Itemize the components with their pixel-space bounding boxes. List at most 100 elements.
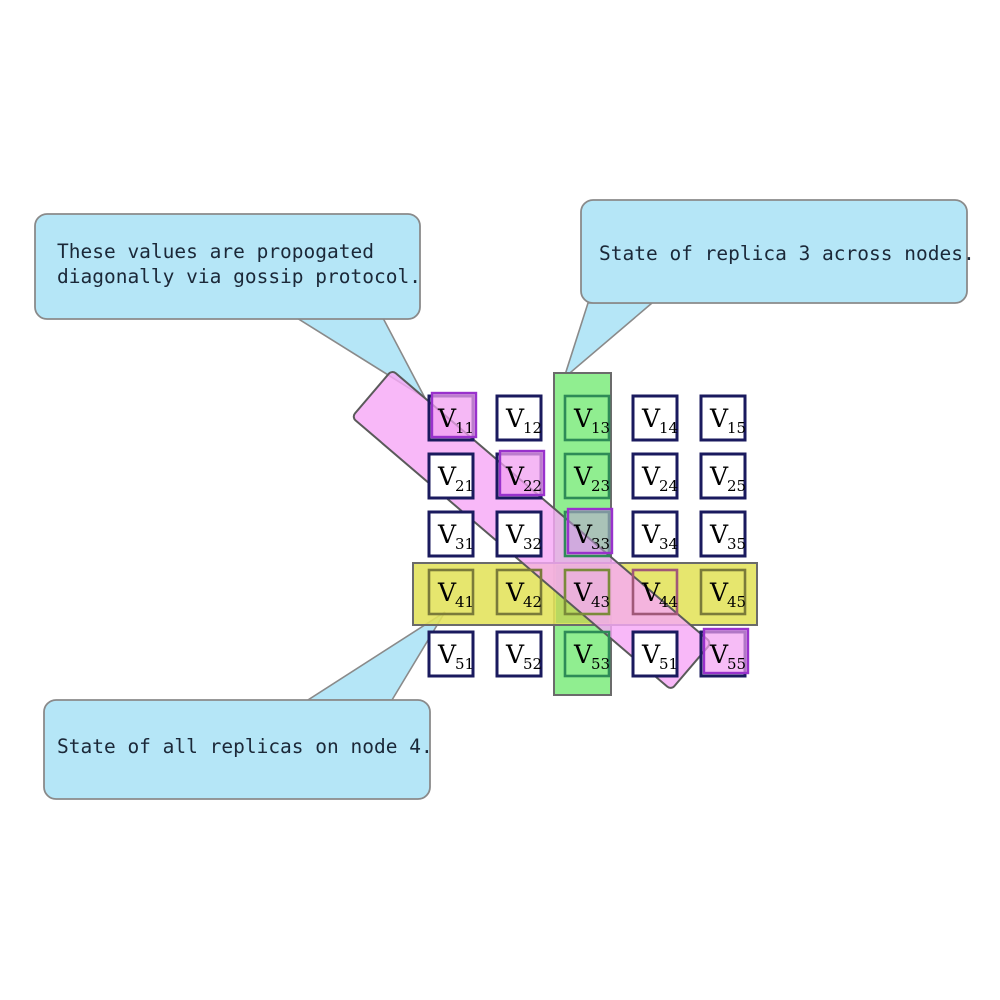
node-4-callout-line-1: State of all replicas on node 4. bbox=[57, 735, 433, 758]
grid-row: V 51 V 52 V 53 V 51 V 55 bbox=[427, 627, 750, 678]
cell-subscript: 55 bbox=[727, 655, 746, 673]
cell-box bbox=[563, 630, 611, 678]
cell-base: V bbox=[505, 578, 525, 607]
cell-base: V bbox=[709, 462, 729, 491]
cell-V52[interactable]: V 52 bbox=[495, 630, 543, 678]
cell-box bbox=[495, 394, 543, 442]
cell-V12[interactable]: V 12 bbox=[495, 394, 543, 442]
cell-V51[interactable]: V 51 bbox=[427, 630, 475, 678]
cell-subscript: 23 bbox=[591, 477, 610, 495]
grid-row: V 31 V 32 V 33 V 34 V 35 bbox=[427, 507, 747, 558]
gossip-callout-box bbox=[34, 213, 421, 320]
cell-highlight-box bbox=[430, 391, 478, 439]
cell-subscript: 21 bbox=[455, 477, 474, 495]
cell-base: V bbox=[573, 640, 593, 669]
cell-base: V bbox=[573, 462, 593, 491]
cell-subscript: 51 bbox=[455, 655, 474, 673]
cell-box bbox=[631, 630, 679, 678]
cell-V24[interactable]: V 24 bbox=[631, 452, 679, 500]
cell-subscript: 51 bbox=[659, 655, 678, 673]
cell-box bbox=[699, 394, 747, 442]
cell-base: V bbox=[641, 462, 661, 491]
cell-subscript: 11 bbox=[455, 419, 474, 437]
cell-subscript: 33 bbox=[591, 535, 610, 553]
cell-box bbox=[495, 510, 543, 558]
cell-V44[interactable]: V 44 bbox=[631, 568, 679, 616]
cell-base: V bbox=[709, 578, 729, 607]
cell-box bbox=[427, 510, 475, 558]
cell-base: V bbox=[709, 640, 729, 669]
cell-subscript: 44 bbox=[659, 593, 678, 611]
cell-highlight-box bbox=[498, 449, 546, 497]
cell-V21[interactable]: V 21 bbox=[427, 452, 475, 500]
cell-V55[interactable]: V 55 bbox=[699, 627, 750, 678]
cell-V42[interactable]: V 42 bbox=[495, 568, 543, 616]
callout-node-4: State of all replicas on node 4. bbox=[43, 699, 433, 800]
cell-subscript: 52 bbox=[523, 655, 542, 673]
cell-V22[interactable]: V 22 bbox=[495, 449, 546, 500]
cell-subscript: 13 bbox=[591, 419, 610, 437]
cell-base: V bbox=[505, 404, 525, 433]
cell-V23[interactable]: V 23 bbox=[563, 452, 611, 500]
cell-base: V bbox=[641, 578, 661, 607]
callout-gossip: These values are propogated diagonally v… bbox=[34, 213, 421, 320]
cell-box bbox=[631, 510, 679, 558]
cell-subscript: 45 bbox=[727, 593, 746, 611]
cell-box bbox=[631, 452, 679, 500]
cell-box bbox=[699, 568, 747, 616]
cell-subscript: 15 bbox=[727, 419, 746, 437]
cell-highlight-box bbox=[702, 627, 750, 675]
cell-base: V bbox=[437, 640, 457, 669]
cell-subscript: 12 bbox=[523, 419, 542, 437]
replica-3-callout-line-1: State of replica 3 across nodes. bbox=[599, 242, 975, 265]
callout-replica-3: State of replica 3 across nodes. bbox=[580, 199, 975, 304]
cell-base: V bbox=[437, 462, 457, 491]
cell-base: V bbox=[709, 520, 729, 549]
cell-V34[interactable]: V 34 bbox=[631, 510, 679, 558]
cell-V14[interactable]: V 14 bbox=[631, 394, 679, 442]
cell-subscript: 31 bbox=[455, 535, 474, 553]
cell-V35[interactable]: V 35 bbox=[699, 510, 747, 558]
cell-V31[interactable]: V 31 bbox=[427, 510, 475, 558]
node-4-callout-box bbox=[43, 699, 431, 800]
cell-subscript: 24 bbox=[659, 477, 678, 495]
cell-subscript: 35 bbox=[727, 535, 746, 553]
cell-box bbox=[427, 452, 475, 500]
cell-V13[interactable]: V 13 bbox=[563, 394, 611, 442]
cell-base: V bbox=[709, 404, 729, 433]
cell-box bbox=[631, 568, 679, 616]
cell-box bbox=[427, 568, 475, 616]
cell-V53[interactable]: V 53 bbox=[563, 630, 611, 678]
cell-base: V bbox=[505, 520, 525, 549]
cell-V33[interactable]: V 33 bbox=[563, 507, 614, 558]
cell-V54[interactable]: V 51 bbox=[631, 630, 679, 678]
cell-V25[interactable]: V 25 bbox=[699, 452, 747, 500]
cell-subscript: 34 bbox=[659, 535, 678, 553]
cell-box bbox=[495, 630, 543, 678]
cell-base: V bbox=[573, 404, 593, 433]
cell-V32[interactable]: V 32 bbox=[495, 510, 543, 558]
cell-base: V bbox=[573, 520, 593, 549]
cell-base: V bbox=[641, 520, 661, 549]
cell-box bbox=[699, 510, 747, 558]
cell-V15[interactable]: V 15 bbox=[699, 394, 747, 442]
cell-box bbox=[563, 394, 611, 442]
cell-base: V bbox=[573, 578, 593, 607]
cell-box bbox=[631, 394, 679, 442]
cell-V41[interactable]: V 41 bbox=[427, 568, 475, 616]
cell-V11[interactable]: V 11 bbox=[427, 391, 478, 442]
cell-base: V bbox=[641, 404, 661, 433]
cell-subscript: 14 bbox=[659, 419, 678, 437]
cell-base: V bbox=[437, 520, 457, 549]
cell-subscript: 22 bbox=[523, 477, 542, 495]
cell-base: V bbox=[437, 578, 457, 607]
cell-box bbox=[563, 452, 611, 500]
cell-V45[interactable]: V 45 bbox=[699, 568, 747, 616]
cell-base: V bbox=[505, 640, 525, 669]
gossip-callout-line-2: diagonally via gossip protocol. bbox=[57, 265, 421, 288]
cell-subscript: 41 bbox=[455, 593, 474, 611]
cell-subscript: 43 bbox=[591, 593, 610, 611]
cell-base: V bbox=[437, 404, 457, 433]
cell-V43[interactable]: V 43 bbox=[563, 568, 611, 616]
